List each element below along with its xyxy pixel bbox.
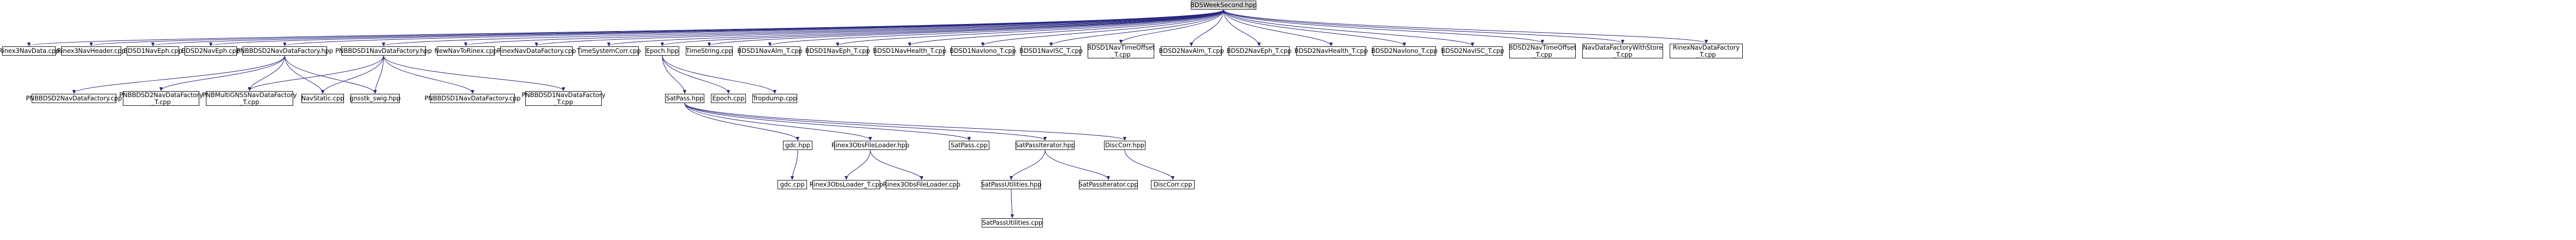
graph-edge bbox=[1049, 9, 1224, 46]
graph-node[interactable]: Rinex3NavData.cpp bbox=[0, 46, 60, 56]
graph-edge bbox=[283, 9, 1224, 46]
graph-node[interactable]: BDSD2NavAlm_T.cpp bbox=[1159, 46, 1224, 56]
graph-node[interactable]: SatPass.cpp bbox=[949, 141, 989, 150]
graph-root-node[interactable]: BDSWeekSecond.hpp bbox=[1190, 1, 1257, 10]
graph-node[interactable]: BDSD1NavTimeOffset _T.cpp bbox=[1087, 44, 1155, 58]
graph-node[interactable]: Rinex3NavHeader.cpp bbox=[57, 46, 126, 56]
graph-edge bbox=[607, 9, 1224, 46]
graph-node[interactable]: BDSD1NavISC_T.cpp bbox=[1019, 46, 1083, 56]
graph-edge bbox=[382, 9, 1224, 46]
graph-edge bbox=[209, 9, 1224, 46]
graph-edge bbox=[981, 9, 1224, 46]
graph-node[interactable]: BDSD1NavEph_T.cpp bbox=[805, 46, 870, 56]
graph-edge bbox=[247, 55, 384, 91]
graph-edge bbox=[1223, 9, 1333, 46]
graph-node[interactable]: NavDataFactoryWithStore _T.cpp bbox=[1582, 44, 1663, 58]
graph-node[interactable]: TimeString.cpp bbox=[686, 46, 733, 56]
graph-node[interactable]: Rinex3ObsFileLoader.cpp bbox=[883, 180, 960, 189]
graph-edge bbox=[1119, 9, 1224, 44]
graph-edge bbox=[662, 55, 687, 94]
graph-edge bbox=[464, 9, 1224, 46]
graph-node[interactable]: gdc.hpp bbox=[783, 141, 812, 150]
graph-edge bbox=[1124, 149, 1175, 180]
graph-node[interactable]: BDSD2NavTimeOffset _T.cpp bbox=[1509, 44, 1576, 58]
graph-node[interactable]: Epoch.cpp bbox=[711, 94, 746, 103]
graph-edge bbox=[1223, 9, 1406, 46]
graph-edge bbox=[790, 149, 798, 180]
graph-edge bbox=[684, 103, 872, 141]
graph-node[interactable]: TimeSystemCorr.cpp bbox=[577, 46, 641, 56]
graph-node[interactable]: NewNavToRinex.cpp bbox=[434, 46, 497, 56]
graph-node[interactable]: PNBMultiGNSSNavDataFactory _T.cpp bbox=[202, 91, 297, 106]
graph-node[interactable]: Epoch.hpp bbox=[645, 46, 679, 56]
graph-edge bbox=[383, 55, 566, 91]
graph-edge bbox=[1044, 149, 1111, 180]
graph-edge bbox=[836, 9, 1224, 46]
graph-edge bbox=[684, 103, 971, 141]
graph-node[interactable]: SatPass.hpp bbox=[665, 94, 704, 103]
graph-node[interactable]: PNBBDSD1NavDataFactory.cpp bbox=[424, 94, 521, 103]
graph-edge bbox=[684, 103, 1126, 141]
graph-node[interactable]: BDSD1NavHealth_T.cpp bbox=[872, 46, 947, 56]
graph-edge bbox=[661, 9, 1224, 46]
graph-edge bbox=[684, 103, 800, 141]
graph-edge bbox=[1223, 9, 1475, 46]
graph-edge bbox=[662, 55, 731, 94]
graph-edge bbox=[373, 55, 384, 94]
graph-node[interactable]: BDSD2NavIono_T.cpp bbox=[1371, 46, 1438, 56]
graph-edge bbox=[708, 9, 1224, 46]
graph-node[interactable]: PNBBDSD1NavDataFactory _T.cpp bbox=[521, 91, 606, 106]
graph-edge bbox=[1223, 9, 1261, 46]
graph-node[interactable]: gdc.cpp bbox=[777, 180, 807, 189]
graph-edge bbox=[72, 55, 285, 94]
graph-edge bbox=[1223, 9, 1624, 44]
graph-edge bbox=[662, 55, 777, 94]
graph-edge bbox=[1189, 9, 1224, 46]
graph-edge bbox=[684, 103, 1047, 141]
graph-node[interactable]: SatPassIterator.hpp bbox=[1015, 141, 1075, 150]
graph-node[interactable]: DiscCorr.cpp bbox=[1151, 180, 1195, 189]
graph-node[interactable]: PNBBDSD2NavDataFactory.hpp bbox=[236, 46, 333, 56]
graph-node[interactable]: SatPassUtilities.cpp bbox=[982, 218, 1043, 227]
graph-node[interactable]: NavStatic.cpp bbox=[301, 94, 345, 103]
graph-node[interactable]: BDSD2NavHealth_T.cpp bbox=[1294, 46, 1368, 56]
graph-node[interactable]: Rinex3ObsFileLoader.hpp bbox=[831, 141, 910, 150]
graph-edge bbox=[1223, 9, 1708, 44]
graph-node[interactable]: PNBBDSD2NavDataFactory.cpp bbox=[26, 94, 122, 103]
graph-node[interactable]: PNBBDSD2NavDataFactory _T.cpp bbox=[119, 91, 203, 106]
graph-edge bbox=[1010, 189, 1014, 218]
graph-edge bbox=[159, 55, 285, 91]
graph-edge bbox=[768, 9, 1224, 46]
graph-edge bbox=[320, 55, 384, 94]
graph-node[interactable]: BDSD1NavIono_T.cpp bbox=[949, 46, 1016, 56]
graph-node[interactable]: RinexNavDataFactory _T.cpp bbox=[1670, 44, 1743, 58]
graph-node[interactable]: BDSD2NavISC_T.cpp bbox=[1441, 46, 1504, 56]
graph-node[interactable]: Rinex3ObsLoader_T.cpp bbox=[809, 180, 883, 189]
graph-edge bbox=[1009, 149, 1046, 180]
graph-edge bbox=[870, 149, 924, 180]
graph-node[interactable]: BDSD2NavEph_T.cpp bbox=[1226, 46, 1292, 56]
graph-node[interactable]: SatPassIterator.cpp bbox=[1078, 180, 1138, 189]
graph-node[interactable]: gnsstk_swig.hpp bbox=[349, 94, 401, 103]
graph-node[interactable]: BDSD2NavEph.cpp bbox=[181, 46, 240, 56]
graph-node[interactable]: BDSD1NavAlm_T.cpp bbox=[737, 46, 803, 56]
graph-node[interactable]: DiscCorr.hpp bbox=[1104, 141, 1145, 150]
graph-node[interactable]: RinexNavDataFactory.cpp bbox=[497, 46, 576, 56]
graph-edge bbox=[535, 9, 1224, 46]
graph-node[interactable]: BDSD1NavEph.cpp bbox=[123, 46, 182, 56]
graph-edge bbox=[907, 9, 1224, 46]
graph-edge bbox=[284, 55, 377, 94]
graph-node[interactable]: PNBBDSD1NavDataFactory.hpp bbox=[335, 46, 432, 56]
graph-edge bbox=[844, 149, 871, 180]
graph-edge bbox=[1223, 9, 1545, 44]
graph-node[interactable]: SatPassUtilities.hpp bbox=[981, 180, 1042, 189]
graph-edge bbox=[383, 55, 474, 94]
graph-node[interactable]: Tropdump.cpp bbox=[752, 94, 797, 103]
